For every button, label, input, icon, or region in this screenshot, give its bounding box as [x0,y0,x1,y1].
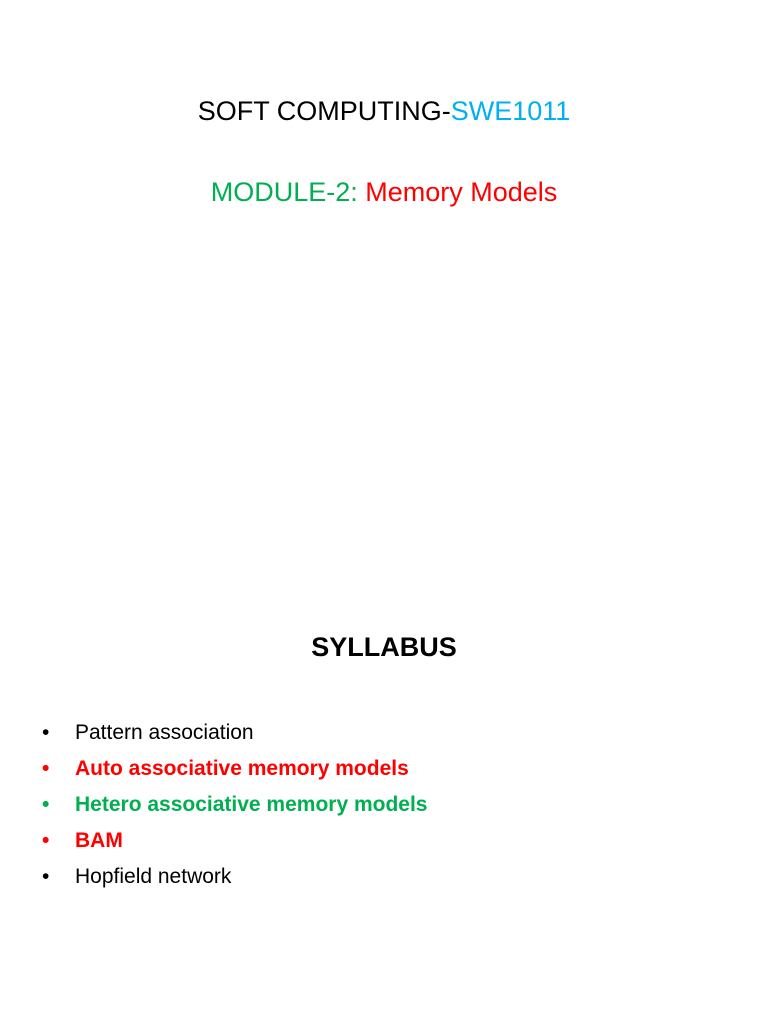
module-topic: Memory Models [365,177,558,207]
list-item: • Pattern association [42,715,428,751]
list-item-text: Pattern association [75,721,254,744]
bullet-icon: • [42,757,50,780]
list-item: • Auto associative memory models [42,751,428,787]
list-item: • Hetero associative memory models [42,787,428,823]
course-code: SWE1011 [450,96,571,126]
course-title: SOFT COMPUTING-SWE1011 [0,96,768,127]
module-label: MODULE-2: [210,177,366,207]
module-title: MODULE-2: Memory Models [0,177,768,208]
list-item: • BAM [42,823,428,859]
syllabus-heading: SYLLABUS [311,632,457,662]
bullet-icon: • [42,793,50,816]
list-item-text: Hopfield network [75,865,232,888]
list-item-text: Hetero associative memory models [75,793,428,816]
list-item-text: BAM [75,829,123,852]
bullet-icon: • [42,829,50,852]
bullet-icon: • [42,721,50,744]
bullet-icon: • [42,865,50,888]
list-item-text: Auto associative memory models [75,757,409,780]
syllabus-list: • Pattern association • Auto associative m… [42,715,428,895]
course-title-prefix: SOFT COMPUTING- [197,96,451,126]
list-item: • Hopfield network [42,859,428,895]
